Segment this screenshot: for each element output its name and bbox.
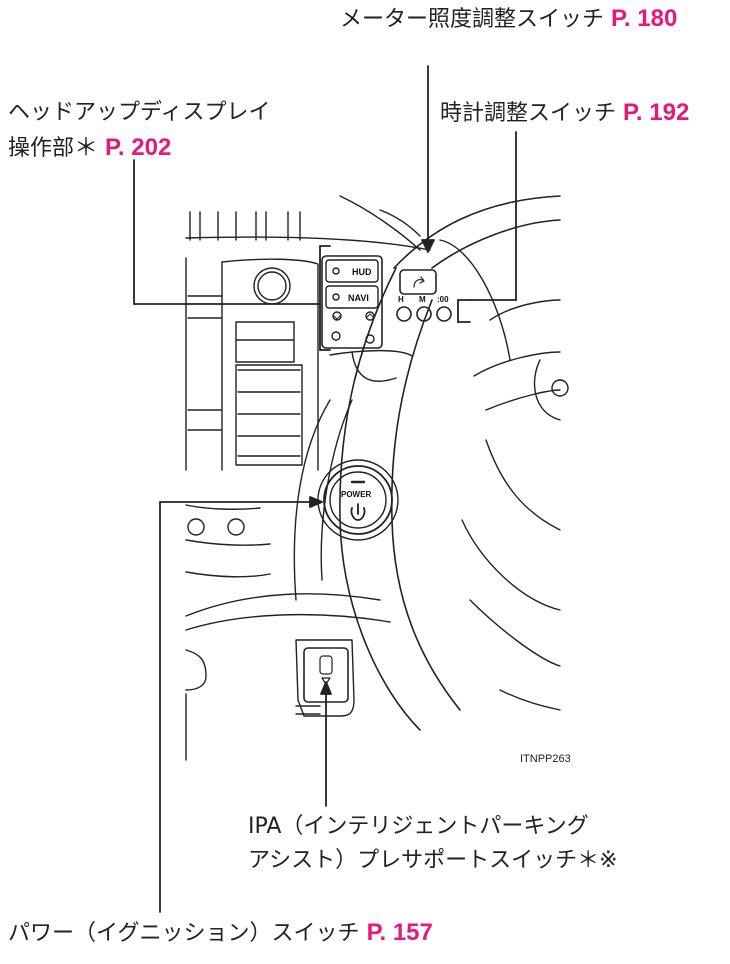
ipa-presupport-switch	[295, 639, 355, 717]
clock-adjust-page-ref[interactable]: P. 192	[623, 99, 690, 126]
hud-callout-line1: ヘッドアップディスプレイ	[8, 98, 270, 128]
hud-callout-line2: 操作部＊ P. 202	[8, 132, 171, 164]
meter-brightness-label: メーター照度調整スイッチ	[340, 7, 605, 32]
hud-control-panel	[321, 255, 383, 349]
power-button-label: POWER	[341, 490, 371, 499]
meter-brightness-page-ref[interactable]: P. 180	[611, 5, 678, 32]
asterisk-mark: ＊	[74, 133, 99, 161]
vent-slats	[189, 211, 301, 241]
clock-adjust-callout: 時計調整スイッチ P. 192	[440, 98, 689, 129]
navi-button-label: NAVI	[348, 293, 369, 303]
lower-console	[185, 504, 391, 761]
power-switch-callout: パワー（イグニッション）スイッチ P. 157	[8, 918, 433, 949]
figure-code: ITNPP263	[520, 753, 571, 765]
hud-page-ref[interactable]: P. 202	[105, 134, 172, 161]
clock-adjust-label: 時計調整スイッチ	[440, 101, 617, 126]
clock-00-label: :00	[437, 295, 449, 304]
center-console	[185, 257, 319, 471]
power-button	[317, 459, 399, 541]
hud-callout-label-2: 操作部	[8, 136, 75, 161]
ipa-callout-line2: アシスト）プレサポートスイッチ＊※	[248, 846, 618, 876]
ipa-callout-line1: IPA（インテリジェントパーキング	[248, 812, 589, 842]
meter-brightness-callout: メーター照度調整スイッチ P. 180	[340, 4, 677, 35]
ipa-callout-label: IPA（インテリジェントパーキング	[248, 814, 589, 839]
meter-brightness-switch	[399, 269, 437, 295]
power-switch-label: パワー（イグニッション）スイッチ	[8, 921, 360, 946]
hud-callout-label: ヘッドアップディスプレイ	[8, 100, 271, 125]
callout-lines	[133, 65, 517, 913]
clock-m-label: M	[419, 295, 426, 304]
ipa-callout-label-2: アシスト）プレサポートスイッチ	[248, 848, 578, 873]
hud-button-label: HUD	[352, 267, 372, 277]
ipa-marks: ＊※	[577, 848, 618, 873]
power-switch-page-ref[interactable]: P. 157	[366, 919, 433, 946]
clock-h-label: H	[398, 295, 404, 304]
